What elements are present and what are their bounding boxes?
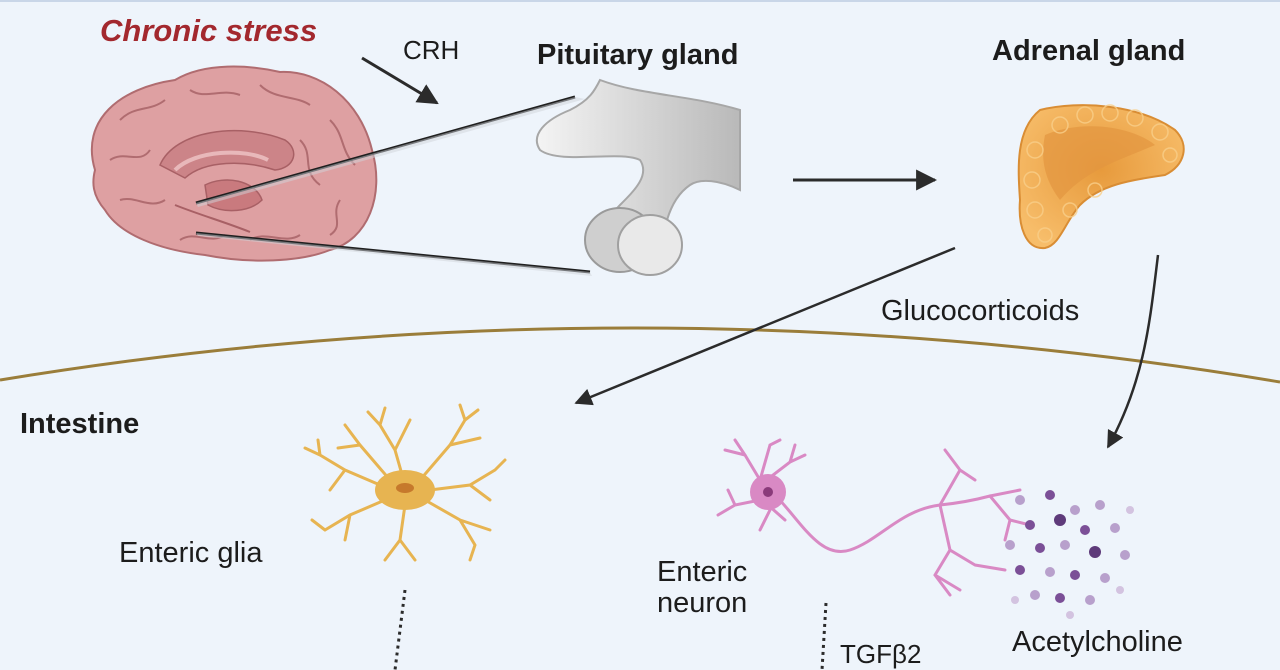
- enteric-neuron-label-line1: Enteric: [657, 556, 748, 588]
- glucocorticoid-arrow-neuron: [1106, 254, 1160, 449]
- enteric-neuron-label-line2: neuron: [657, 587, 748, 620]
- acetylcholine-label: Acetylcholine: [1012, 626, 1183, 658]
- glia-nucleus: [396, 483, 414, 493]
- adrenal-gland-illustration: [1017, 104, 1185, 250]
- intestine-label: Intestine: [20, 408, 140, 440]
- acetylcholine-molecules: [1005, 490, 1134, 619]
- enteric-neuron-label: Enteric neuron: [657, 556, 748, 620]
- glucocorticoid-arrow-glia: [574, 246, 956, 406]
- pituitary-gland-label: Pituitary gland: [537, 39, 739, 71]
- crh-label: CRH: [403, 35, 460, 65]
- chronic-stress-label: Chronic stress: [100, 13, 318, 48]
- intestine-boundary: [0, 326, 1280, 384]
- enteric-neuron-cell: [716, 438, 1032, 597]
- tgfb2-label: TGFβ2: [840, 639, 922, 669]
- glucocorticoids-label: Glucocorticoids: [881, 295, 1080, 327]
- pituitary-illustration: [535, 78, 741, 276]
- enteric-glia-cell: [303, 403, 507, 562]
- enteric-glia-label: Enteric glia: [119, 537, 263, 569]
- crh-arrow: [361, 56, 439, 105]
- adrenal-gland-label: Adrenal gland: [992, 35, 1186, 67]
- neuron-nucleus: [763, 487, 773, 497]
